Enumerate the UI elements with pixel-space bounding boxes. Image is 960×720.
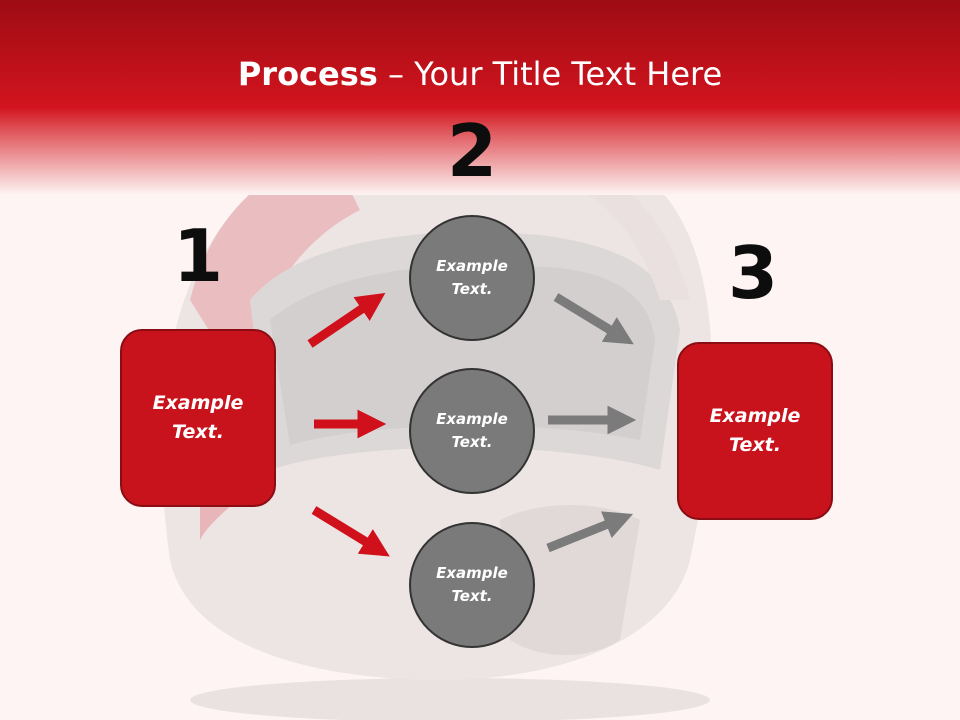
- arrow-gray-up: [546, 511, 634, 553]
- arrow-gray-down: [553, 293, 634, 345]
- right-box: Example Text.: [677, 342, 833, 520]
- slide-title: Process – Your Title Text Here: [0, 52, 960, 96]
- circle-middle: Example Text.: [409, 368, 535, 494]
- arrow-red-down: [311, 506, 390, 557]
- step-number-2: 2: [446, 109, 498, 193]
- title-bold: Process: [237, 55, 378, 93]
- title-rest: – Your Title Text Here: [377, 55, 723, 93]
- left-box: Example Text.: [120, 329, 276, 507]
- arrow-red-up: [307, 292, 386, 348]
- right-box-text: Example Text.: [709, 405, 801, 456]
- circle-top-text: Example Text.: [436, 257, 508, 298]
- circle-bottom: Example Text.: [409, 522, 535, 648]
- step-number-3: 3: [727, 231, 779, 315]
- circle-top: Example Text.: [409, 215, 535, 341]
- circle-middle-text: Example Text.: [436, 410, 508, 451]
- circle-bottom-text: Example Text.: [436, 564, 508, 605]
- left-box-text: Example Text.: [152, 392, 244, 443]
- step-number-1: 1: [172, 214, 224, 298]
